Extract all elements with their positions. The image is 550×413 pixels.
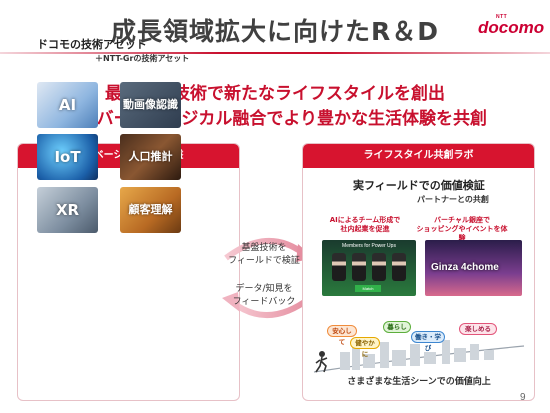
scene-bubble-health: 健やかに (350, 337, 380, 358)
tile-iot: IoT (37, 134, 98, 180)
headline-primary: 最先端の技術で新たなライフスタイルを創出 (105, 84, 445, 104)
ai-team-photo: Members for Power Ups Match (322, 240, 416, 296)
lifestyle-lab-header: ライフスタイル共創ラボ (303, 144, 534, 168)
tile-customer-understanding: 顧客理解 (120, 187, 181, 233)
slide-title: 成長領域拡大に向けたR＆D (110, 17, 439, 46)
match-badge: Match (355, 285, 381, 292)
partner-cocreation-label: パートナーとの共創 (417, 195, 489, 204)
feedback-label: データ/知見を フィードバック (232, 284, 296, 307)
scene-bubble-safety: 安心して (327, 325, 357, 346)
title-divider (0, 52, 550, 54)
tile-ai: AI (37, 82, 98, 128)
life-scene-caption: さまざまな生活シーンでの価値向上 (347, 377, 491, 387)
arrow-to-platform-head (222, 292, 240, 312)
life-scene-illustration (313, 340, 525, 373)
virtual-ginza-sign: Ginza 4chome (431, 262, 499, 273)
virtual-ginza-photo: Ginza 4chome (425, 240, 522, 296)
tile-customer-understanding-label: 顧客理解 (128, 202, 173, 216)
field-validation-title: 実フィールドでの価値検証 (353, 179, 485, 192)
tile-population-estimate-label: 人口推計 (128, 149, 173, 163)
tile-ai-label: AI (58, 95, 77, 114)
scene-bubble-enjoy: 楽しめる (459, 323, 497, 335)
scene-bubble-living: 暮らし (383, 321, 411, 333)
scene-bubble-work-learn: 働き・学び (411, 331, 445, 352)
innovation-platform-panel: イノベーション共創基盤 (17, 143, 240, 401)
team-member-image (372, 253, 386, 281)
ai-team-photo-text: Members for Power Ups (342, 243, 396, 249)
team-member-image (392, 253, 406, 281)
ai-team-caption: AIによるチーム形成で 社内起業を促進 (329, 216, 401, 234)
docomo-logo: NTT docomo (478, 14, 544, 38)
team-member-image (352, 253, 366, 281)
tile-image-recognition-label: 動画像認識 (123, 97, 178, 111)
city-skyline-icon (340, 340, 494, 370)
ntt-group-tech-assets: ＋NTT-Grの技術アセット (95, 54, 190, 63)
tile-population-estimate: 人口推計 (120, 134, 181, 180)
team-member-image (332, 253, 346, 281)
tile-xr-label: XR (55, 200, 80, 219)
arrow-to-field-icon (224, 238, 306, 261)
docomo-tech-assets-title: ドコモの技術アセット (37, 38, 147, 51)
tile-iot-label: IoT (54, 147, 81, 166)
docomo-wordmark: docomo (478, 18, 545, 37)
tile-image-recognition: 動画像認識 (120, 82, 181, 128)
virtual-ginza-caption: バーチャル銀座で ショッピングやイベントを体験 (416, 216, 508, 243)
page-number: 9 (520, 392, 526, 403)
tile-xr: XR (37, 187, 98, 233)
walking-person-icon (315, 351, 328, 373)
ntt-mark: NTT (496, 14, 508, 20)
verify-in-field-label: 基盤技術を フィールドで検証 (228, 243, 300, 266)
